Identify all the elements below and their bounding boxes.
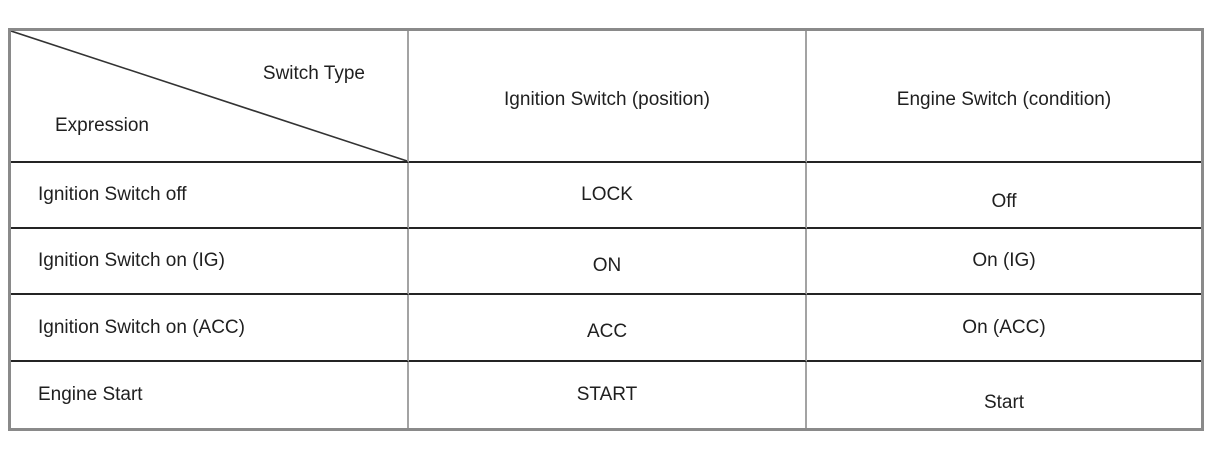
cell-text: ACC xyxy=(586,320,628,342)
column-header-ignition-switch-position: Ignition Switch (position) xyxy=(409,31,807,163)
row-label-ignition-switch-on-acc: Ignition Switch on (ACC) xyxy=(11,295,409,362)
corner-label-switch-type: Switch Type xyxy=(262,63,365,84)
row-label-ignition-switch-off: Ignition Switch off xyxy=(11,163,409,229)
cell-text: Start xyxy=(983,392,1025,413)
cell-text: Off xyxy=(991,191,1017,212)
ignition-position-value-lock: LOCK xyxy=(409,163,807,229)
ignition-position-value-on: ON xyxy=(409,229,807,295)
ignition-position-value-acc: ACC xyxy=(409,295,807,362)
cell-text: ON xyxy=(592,255,622,276)
engine-condition-value-on-acc: On (ACC) xyxy=(807,295,1201,362)
corner-label-expression: Expression xyxy=(55,115,149,136)
engine-condition-value-on-ig: On (IG) xyxy=(807,229,1201,295)
corner-header-cell: Switch Type Expression xyxy=(11,31,409,163)
ignition-position-value-start: START xyxy=(409,362,807,428)
engine-condition-value-start: Start xyxy=(807,362,1201,428)
switch-type-table: Switch Type Expression Ignition Switch (… xyxy=(8,28,1204,431)
column-header-engine-switch-condition: Engine Switch (condition) xyxy=(807,31,1201,163)
row-label-engine-start: Engine Start xyxy=(11,362,409,428)
row-label-ignition-switch-on-ig: Ignition Switch on (IG) xyxy=(11,229,409,295)
engine-condition-value-off: Off xyxy=(807,163,1201,229)
diagonal-divider-line xyxy=(11,31,407,161)
